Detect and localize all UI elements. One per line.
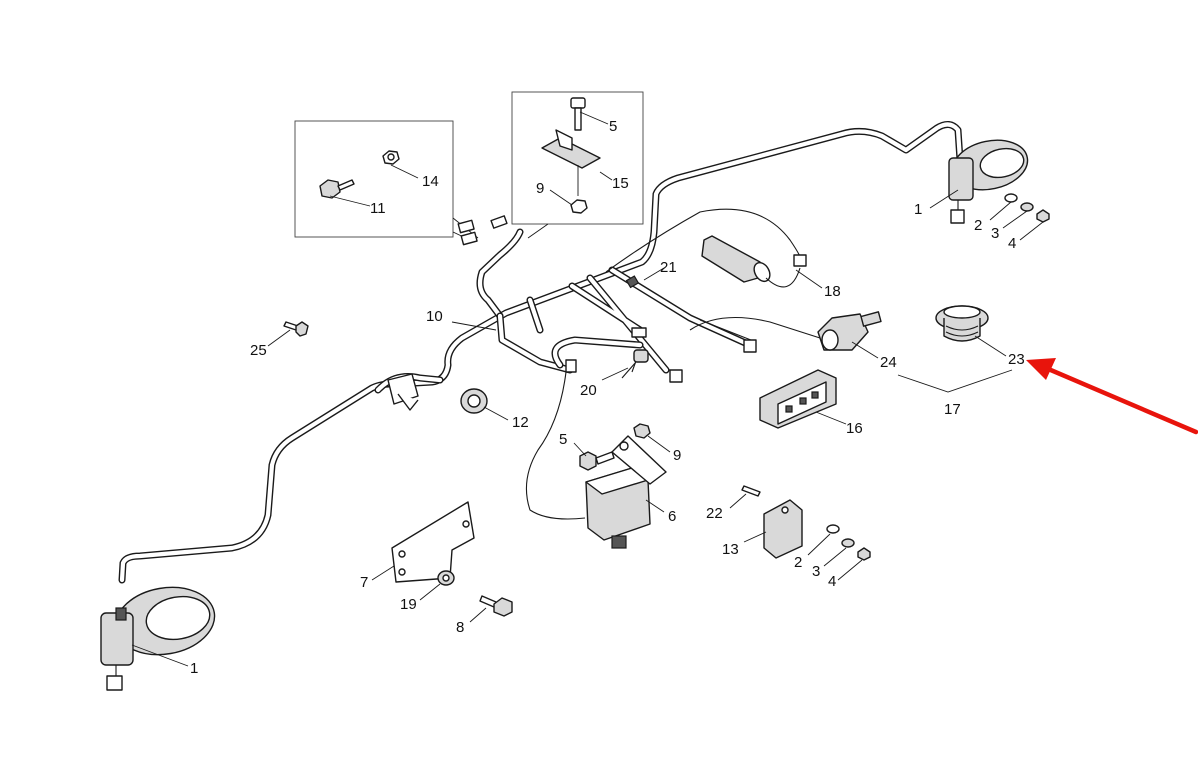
callout-13: 13 xyxy=(722,541,739,558)
callout-25: 25 xyxy=(250,342,267,359)
callout-9-inset: 9 xyxy=(536,180,544,197)
red-arrow-indicator xyxy=(1026,358,1198,435)
callout-24: 24 xyxy=(880,354,897,371)
callout-22: 22 xyxy=(706,505,723,522)
bolt-5-middle xyxy=(579,451,615,471)
callout-1-right: 1 xyxy=(914,201,922,218)
callout-20: 20 xyxy=(580,382,597,399)
callout-12: 12 xyxy=(512,414,529,431)
callout-11: 11 xyxy=(370,200,386,217)
bracket-middle xyxy=(611,435,667,485)
nut-9-inset xyxy=(570,199,588,214)
washer-nut-set-right xyxy=(1004,193,1050,223)
callout-3-right: 3 xyxy=(991,225,999,242)
washer-19 xyxy=(437,570,455,586)
switch-panel-16 xyxy=(759,369,837,429)
wiring-harness xyxy=(118,121,964,584)
callout-3-middle: 3 xyxy=(812,563,820,580)
bolt-5-inset xyxy=(570,97,586,131)
callout-7: 7 xyxy=(360,574,368,591)
callout-23: 23 xyxy=(1008,351,1025,368)
callout-8: 8 xyxy=(456,619,464,636)
connector-20 xyxy=(621,349,649,379)
callout-1-left: 1 xyxy=(190,660,198,677)
inset-box-bracket xyxy=(511,91,644,225)
callout-labels: 1 1 2 3 4 2 3 4 5 5 6 7 8 9 9 10 11 12 1… xyxy=(190,118,1025,677)
screw-25 xyxy=(283,321,309,337)
callout-2-right: 2 xyxy=(974,217,982,234)
leader-lines xyxy=(131,111,1044,667)
relay-6 xyxy=(585,467,651,549)
callout-15: 15 xyxy=(612,175,629,192)
screw-22 xyxy=(741,485,761,497)
washer-nut-set-middle xyxy=(826,524,871,561)
callout-5-inset: 5 xyxy=(609,118,617,135)
lamp-right xyxy=(948,139,1029,224)
callout-5-middle: 5 xyxy=(559,431,567,448)
ignition-switch-24 xyxy=(817,311,882,351)
callout-19: 19 xyxy=(400,596,417,613)
harness-connectors xyxy=(387,215,807,411)
callout-4-middle: 4 xyxy=(828,573,836,590)
callout-4-right: 4 xyxy=(1008,235,1016,252)
callout-16: 16 xyxy=(846,420,863,437)
callout-2-middle: 2 xyxy=(794,554,802,571)
callout-9-middle: 9 xyxy=(673,447,681,464)
bolt-8 xyxy=(479,595,513,617)
callout-18: 18 xyxy=(824,283,841,300)
grommet-12 xyxy=(460,388,488,414)
callout-6: 6 xyxy=(668,508,676,525)
cap-23 xyxy=(935,305,989,342)
thin-wires xyxy=(525,208,821,520)
switch-18 xyxy=(701,235,801,288)
nut-14 xyxy=(382,150,400,165)
bracket-15 xyxy=(541,129,601,196)
screw-11 xyxy=(319,179,355,199)
module-13 xyxy=(763,499,803,559)
callout-14: 14 xyxy=(422,173,439,190)
callout-10: 10 xyxy=(426,308,443,325)
nut-9-middle xyxy=(633,423,651,439)
callout-21: 21 xyxy=(660,259,677,276)
lamp-left xyxy=(100,586,216,691)
bracket-plate-7 xyxy=(391,501,475,583)
callout-17: 17 xyxy=(944,401,961,418)
connector-21 xyxy=(625,275,640,289)
inset-box-fasteners xyxy=(294,120,454,238)
